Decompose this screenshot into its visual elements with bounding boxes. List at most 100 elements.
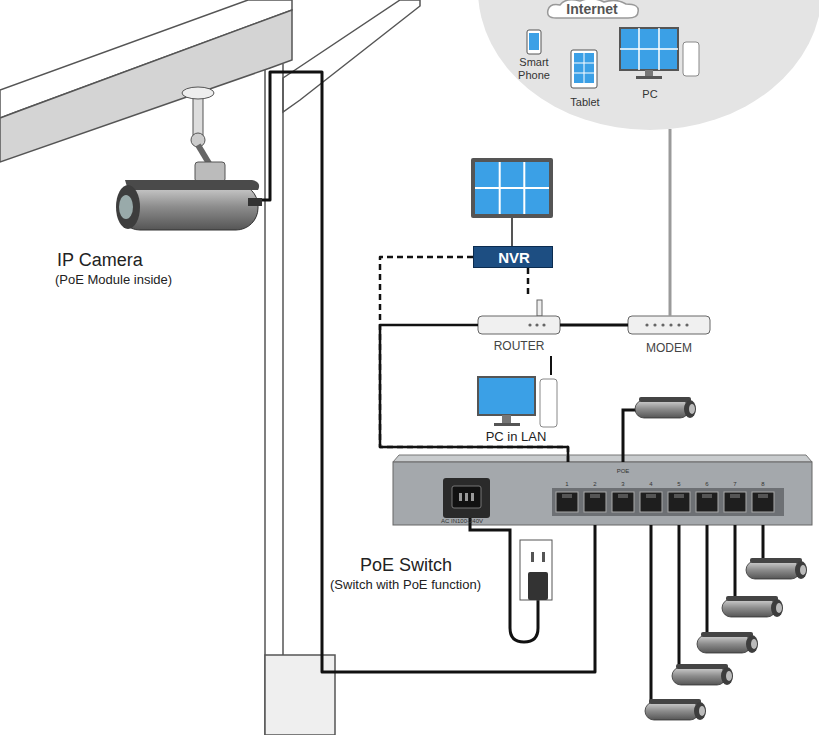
port-number: 4	[649, 481, 652, 488]
illustration-part	[475, 162, 549, 214]
illustration-part	[478, 0, 819, 130]
illustration-part	[672, 664, 733, 685]
illustration-part	[574, 53, 594, 83]
illustration-part	[722, 596, 783, 617]
port-number: 3	[621, 481, 624, 488]
illustration-part	[502, 415, 511, 423]
camera-mount	[182, 87, 225, 182]
house-outline	[0, 0, 420, 735]
illustration-part	[540, 379, 557, 427]
illustration-part	[628, 316, 710, 334]
ip-camera-picture	[116, 180, 262, 230]
illustration-part	[706, 525, 709, 644]
cable-link	[669, 129, 672, 316]
illustration-part	[452, 486, 481, 508]
device-node: PC in LAN	[476, 375, 560, 447]
router-picture	[478, 300, 560, 334]
illustration-part	[191, 133, 205, 147]
illustration-part	[283, 0, 420, 112]
illustration-part	[393, 455, 812, 462]
smart-phone-icon	[527, 30, 541, 54]
illustration-part	[645, 70, 653, 76]
illustration-part	[620, 28, 678, 70]
illustration-part	[265, 655, 335, 735]
illustration-part	[669, 323, 672, 326]
illustration-part	[494, 423, 520, 426]
poe-cameras	[635, 397, 807, 720]
illustration-part	[478, 377, 535, 415]
illustration-part	[125, 180, 259, 190]
cable-link	[560, 324, 628, 327]
illustration-part	[685, 323, 688, 326]
illustration-part	[0, 10, 292, 162]
illustration-part	[645, 699, 706, 720]
illustration-part	[623, 410, 640, 462]
illustration-part	[511, 218, 513, 246]
node-label: Smart Phone	[513, 56, 555, 81]
illustration-part	[471, 493, 474, 501]
node-label: ROUTER	[494, 340, 545, 354]
illustration-part	[678, 525, 681, 676]
illustration-part	[548, 0, 639, 18]
illustration-part	[471, 158, 553, 218]
illustration-part	[264, 70, 266, 735]
illustration-part	[645, 323, 648, 326]
illustration-part	[119, 195, 133, 219]
illustration-part	[635, 397, 696, 418]
device-node: ROUTER	[478, 298, 560, 356]
device-node: MODEM	[628, 316, 710, 358]
node-label: Tablet	[570, 96, 599, 109]
port-number: 5	[677, 481, 680, 488]
port-number: 1	[565, 481, 568, 488]
illustration-part	[734, 525, 737, 608]
device-node: PoE Switch(Switch with PoE function)	[393, 462, 812, 525]
pc-icon	[620, 28, 699, 79]
illustration-part	[478, 316, 560, 334]
panel-marking: POE	[617, 468, 630, 475]
camera-wires	[623, 410, 763, 710]
device-node: Tablet	[565, 48, 605, 110]
wall-outlet	[520, 540, 552, 600]
modem-picture	[628, 316, 710, 334]
illustration-part	[542, 323, 545, 326]
cable-link	[550, 356, 552, 375]
device-node: Smart PhoneTabletPCInternet	[478, 0, 816, 129]
illustration-part	[554, 490, 778, 514]
illustration-part	[393, 462, 812, 525]
illustration-part	[182, 87, 214, 99]
illustration-part	[661, 323, 664, 326]
lan-pc-picture	[478, 377, 557, 427]
node-label: PoE Switch	[360, 555, 452, 576]
illustration-part	[465, 493, 468, 501]
illustration-part	[636, 76, 662, 79]
illustration-part	[697, 632, 758, 653]
device-box: NVR	[473, 246, 553, 268]
node-label: PC in LAN	[486, 430, 547, 445]
panel-marking: AC IN100-240V	[441, 518, 483, 525]
illustration-part	[520, 540, 552, 600]
illustration-part	[248, 198, 262, 206]
illustration-part	[537, 300, 542, 316]
device-node: PC	[612, 26, 707, 104]
illustration-part	[282, 64, 284, 655]
port-number: 8	[761, 481, 764, 488]
illustration-part	[475, 162, 549, 214]
illustration-part	[195, 162, 225, 182]
illustration-part	[443, 478, 490, 518]
node-sublabel: (Switch with PoE function)	[330, 578, 481, 593]
node-label: NVR	[498, 249, 530, 266]
tablet-icon	[571, 50, 597, 88]
port-number: 2	[593, 481, 596, 488]
node-label: IP Camera	[57, 250, 143, 271]
cable-link	[262, 72, 595, 672]
illustration-part	[531, 552, 534, 562]
node-label: PC	[642, 88, 657, 101]
node-label: MODEM	[646, 342, 692, 356]
illustration-part	[528, 323, 531, 326]
illustration-part	[746, 558, 807, 579]
